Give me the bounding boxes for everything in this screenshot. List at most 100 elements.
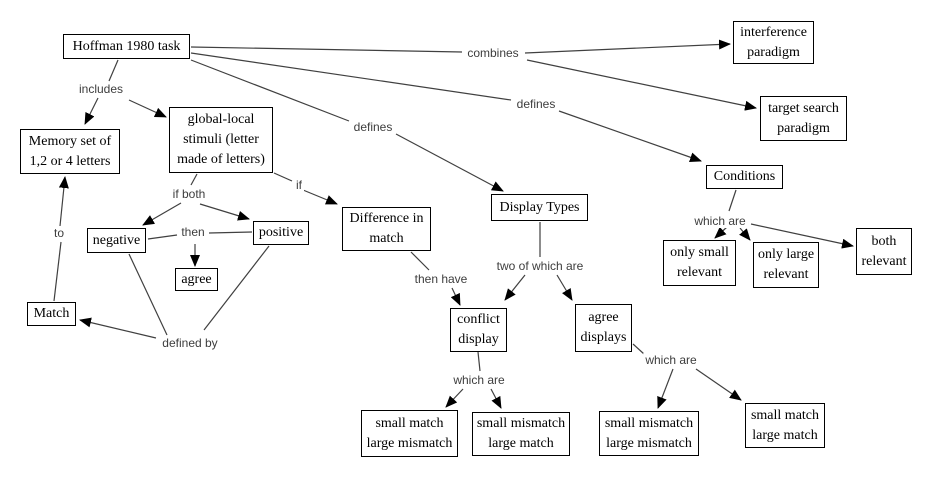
connector-agree-displays-to-which-are-agree [632, 343, 645, 355]
concept-node-conditions: Conditions [706, 165, 783, 189]
connector-combines-to-target-search-paradigm [526, 59, 757, 111]
connector-defines-lower-to-display-types [395, 133, 504, 192]
connector-then-have-to-conflict-display [450, 287, 461, 306]
link-label-defines-upper: defines [514, 97, 558, 111]
concept-node-text: small match [750, 407, 820, 423]
connector-which-are-conflict-to-small-match-large-mismatch [445, 388, 464, 408]
concept-node-text: both [871, 233, 897, 249]
connector-conflict-display-to-which-are-conflict [477, 351, 481, 372]
concept-node-small-match-large-match: small match large match [745, 403, 825, 448]
concept-node-text: small mismatch [476, 416, 566, 431]
connector-which-are-agree-to-small-match-large-match [695, 368, 742, 401]
connector-two-of-which-are-to-conflict-display [504, 274, 526, 301]
concept-node-text: paradigm [747, 44, 800, 60]
connector-which-are-conditions-to-only-small-relevant [714, 226, 728, 239]
concept-node-text: large mismatch [366, 435, 453, 451]
connector-positive-to-defined-by [203, 245, 270, 331]
link-label-then: then [179, 225, 207, 239]
concept-node-text: only small [670, 245, 729, 260]
connector-two-of-which-are-to-agree-displays [556, 274, 573, 301]
concept-node-text: display [458, 332, 499, 347]
concept-node-only-large-relevant: only large relevant [753, 242, 819, 288]
concept-node-text: Memory set of [28, 133, 112, 149]
connector-to-to-memory-set [58, 176, 69, 227]
concept-node-text: Conditions [713, 169, 776, 184]
connector-global-local-stimuli-to-if [273, 172, 293, 182]
concept-node-interference-paradigm: interference paradigm [733, 21, 814, 64]
concept-node-text: interference [740, 24, 807, 40]
link-label-which-are-agree: which are [643, 353, 699, 367]
link-label-includes: includes [76, 82, 126, 96]
concept-node-memory-set: Memory set of 1,2 or 4 letters [20, 129, 120, 174]
concept-node-display-types: Display Types [491, 194, 588, 221]
concept-node-text: relevant [676, 265, 723, 280]
connector-which-are-conditions-to-only-large-relevant [739, 227, 751, 241]
concept-node-difference-in-match: Difference in match [342, 207, 431, 251]
concept-node-text: stimuli (letter [183, 132, 259, 147]
concept-node-text: 1,2 or 4 letters [29, 153, 111, 169]
connector-combines-to-interference-paradigm [524, 39, 731, 54]
connector-match-to-to [53, 241, 62, 302]
concept-node-conflict-display: conflict display [450, 308, 507, 352]
concept-node-text: agree [181, 271, 212, 287]
link-label-to: to [51, 226, 67, 240]
connector-which-are-agree-to-small-mismatch-large-mismatch [657, 368, 674, 409]
concept-node-text: agree [588, 310, 619, 325]
connector-which-are-conditions-to-both-relevant [750, 223, 854, 249]
concept-node-small-mismatch-large-match: small mismatch large match [472, 412, 570, 456]
connector-hoffman-1980-task-to-combines [190, 46, 463, 53]
concept-node-text: small mismatch [604, 415, 694, 431]
connector-difference-in-match-to-then-have [410, 251, 430, 271]
connector-includes-to-global-local-stimuli [128, 99, 167, 118]
concept-node-text: relevant [763, 267, 809, 282]
concept-node-hoffman-1980-task: Hoffman 1980 task [63, 34, 190, 59]
connector-if-to-difference-in-match [302, 189, 338, 205]
connector-hoffman-1980-task-to-defines-upper [190, 52, 512, 101]
link-label-which-are-conflict: which are [451, 373, 507, 387]
concept-node-text: large match [752, 427, 818, 443]
connector-negative-to-defined-by [128, 253, 168, 336]
link-label-defines-lower: defines [351, 120, 395, 134]
link-label-two-of-which-are: two of which are [494, 259, 586, 273]
concept-node-text: Hoffman 1980 task [72, 38, 181, 54]
connector-global-local-stimuli-to-if-both [190, 173, 198, 186]
concept-node-text: large match [488, 436, 554, 451]
concept-node-small-match-large-mismatch: small match large mismatch [361, 410, 458, 457]
connector-includes-to-memory-set [84, 97, 99, 125]
connector-which-are-conflict-to-small-mismatch-large-match [490, 388, 502, 409]
connector-hoffman-1980-task-to-defines-lower [190, 59, 350, 122]
concept-node-text: match [369, 231, 404, 246]
concept-node-text: positive [258, 225, 304, 240]
connector-hoffman-1980-task-to-includes [108, 59, 119, 82]
concept-node-text: Difference in [349, 211, 424, 226]
concept-node-text: made of letters) [177, 152, 265, 167]
concept-node-both-relevant: both relevant [856, 228, 912, 275]
concept-node-agree: agree [175, 268, 218, 291]
concept-node-text: paradigm [777, 120, 830, 136]
concept-node-text: only large [757, 247, 815, 262]
concept-node-positive: positive [253, 221, 309, 245]
concept-node-text: Display Types [499, 199, 580, 215]
link-label-which-are-conditions: which are [692, 214, 748, 228]
concept-node-small-mismatch-large-mismatch: small mismatch large mismatch [599, 411, 699, 456]
link-label-if-both: if both [170, 187, 208, 201]
concept-node-text: negative [92, 232, 141, 248]
link-label-combines: combines [465, 46, 521, 60]
connector-conditions-to-which-are-conditions [728, 189, 737, 212]
concept-node-only-small-relevant: only small relevant [663, 240, 736, 286]
connector-then-to-positive [208, 231, 253, 234]
concept-node-text: conflict [457, 312, 500, 327]
link-label-defined-by: defined by [160, 336, 220, 350]
concept-node-text: Match [33, 306, 70, 321]
connector-defined-by-to-match [79, 317, 157, 339]
concept-node-text: relevant [861, 253, 907, 269]
connector-if-both-to-positive [199, 203, 250, 221]
concept-node-text: large mismatch [606, 435, 692, 451]
concept-node-text: small match [375, 415, 444, 431]
connector-defines-upper-to-conditions [558, 110, 702, 163]
